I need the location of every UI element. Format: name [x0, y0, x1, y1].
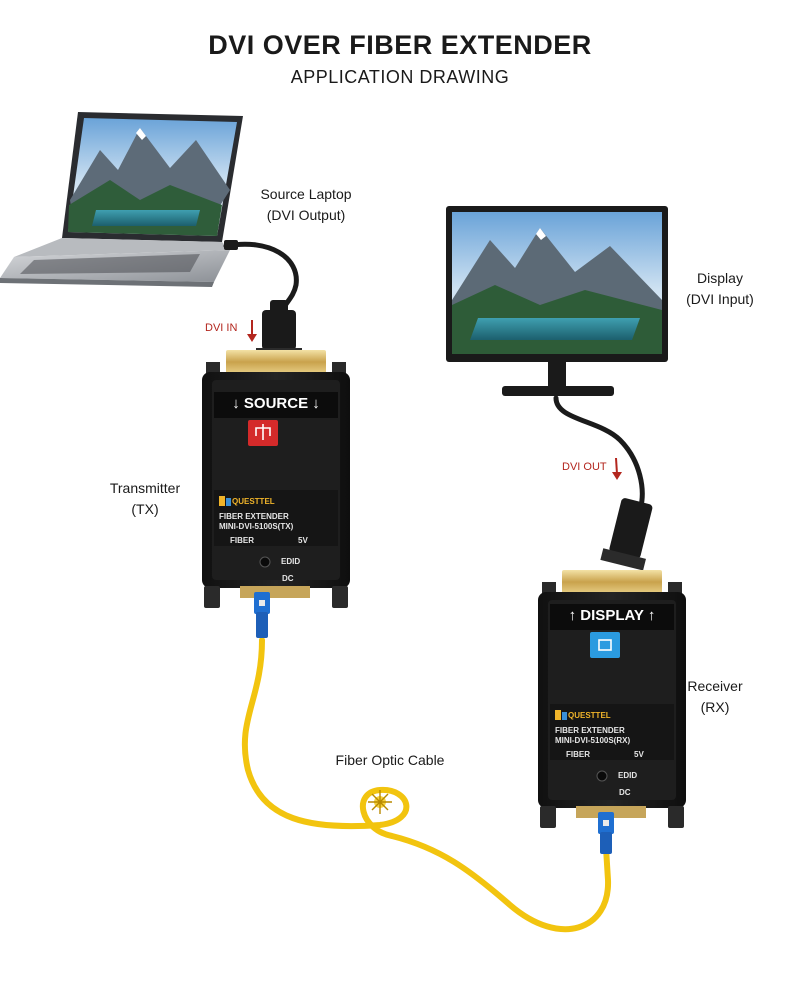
display-subtitle: (DVI Input): [686, 291, 754, 307]
rx-edid-label: EDID: [618, 771, 638, 780]
rx-dvi-port: [562, 570, 662, 594]
rx-dc-label: DC: [619, 788, 631, 797]
dvi-in-label: DVI IN: [205, 322, 238, 334]
transmitter-label: Transmitter (TX): [90, 478, 200, 520]
receiver-unit: [538, 570, 686, 828]
laser-icon: [368, 790, 392, 814]
rx-brand: QUESTTEL: [568, 711, 611, 720]
rx-display-icon: [590, 632, 620, 658]
dvi-cable-display: [553, 395, 645, 513]
dvi-out-label: DVI OUT: [562, 461, 607, 473]
tx-edid-label: EDID: [281, 557, 301, 566]
lc-connector-tx: [254, 592, 270, 638]
receiver-label: Receiver (RX): [660, 676, 770, 718]
tx-dvi-port: [226, 350, 326, 374]
transmitter-title: Transmitter: [109, 480, 181, 496]
transmitter-unit: [202, 350, 350, 608]
tx-power-label: 5V: [298, 536, 308, 545]
dvi-in-arrow: [247, 320, 257, 342]
rx-edid-button: [596, 770, 608, 782]
tx-fiber-label: FIBER: [230, 536, 254, 545]
source-laptop-label: Source Laptop (DVI Output): [236, 184, 376, 226]
diagram-title: DVI OVER FIBER EXTENDER: [208, 30, 592, 60]
tx-model-line2: MINI-DVI-5100S(TX): [219, 522, 294, 531]
tx-model-line1: FIBER EXTENDER: [219, 512, 289, 521]
tx-dc-label: DC: [282, 574, 294, 583]
receiver-subtitle: (RX): [700, 699, 730, 715]
tx-brand: QUESTTEL: [232, 497, 275, 506]
rx-banner: ↑ DISPLAY ↑: [568, 607, 656, 624]
source-laptop-title: Source Laptop: [260, 186, 352, 202]
rx-power-label: 5V: [634, 750, 644, 759]
source-laptop: [0, 112, 243, 287]
dvi-out-arrow: [612, 457, 622, 480]
rx-model-line1: FIBER EXTENDER: [555, 726, 625, 735]
transmitter-subtitle: (TX): [131, 501, 159, 517]
fiber-cable-label: Fiber Optic Cable: [335, 752, 445, 768]
tx-banner: ↓ SOURCE ↓: [232, 395, 320, 412]
display-label: Display (DVI Input): [660, 268, 780, 310]
display-monitor: [446, 206, 668, 396]
rx-model-line2: MINI-DVI-5100S(RX): [555, 736, 631, 745]
fiber-optic-cable: [241, 637, 612, 933]
dvi-plug-tx: [256, 300, 302, 358]
tx-edid-button: [259, 556, 271, 568]
rx-fiber-label: FIBER: [566, 750, 590, 759]
dvi-plug-rx: [600, 498, 653, 571]
receiver-title: Receiver: [687, 678, 743, 694]
diagram-subtitle: APPLICATION DRAWING: [290, 67, 510, 87]
display-title: Display: [697, 270, 743, 286]
source-laptop-subtitle: (DVI Output): [266, 207, 346, 223]
lc-connector-rx: [598, 812, 614, 854]
